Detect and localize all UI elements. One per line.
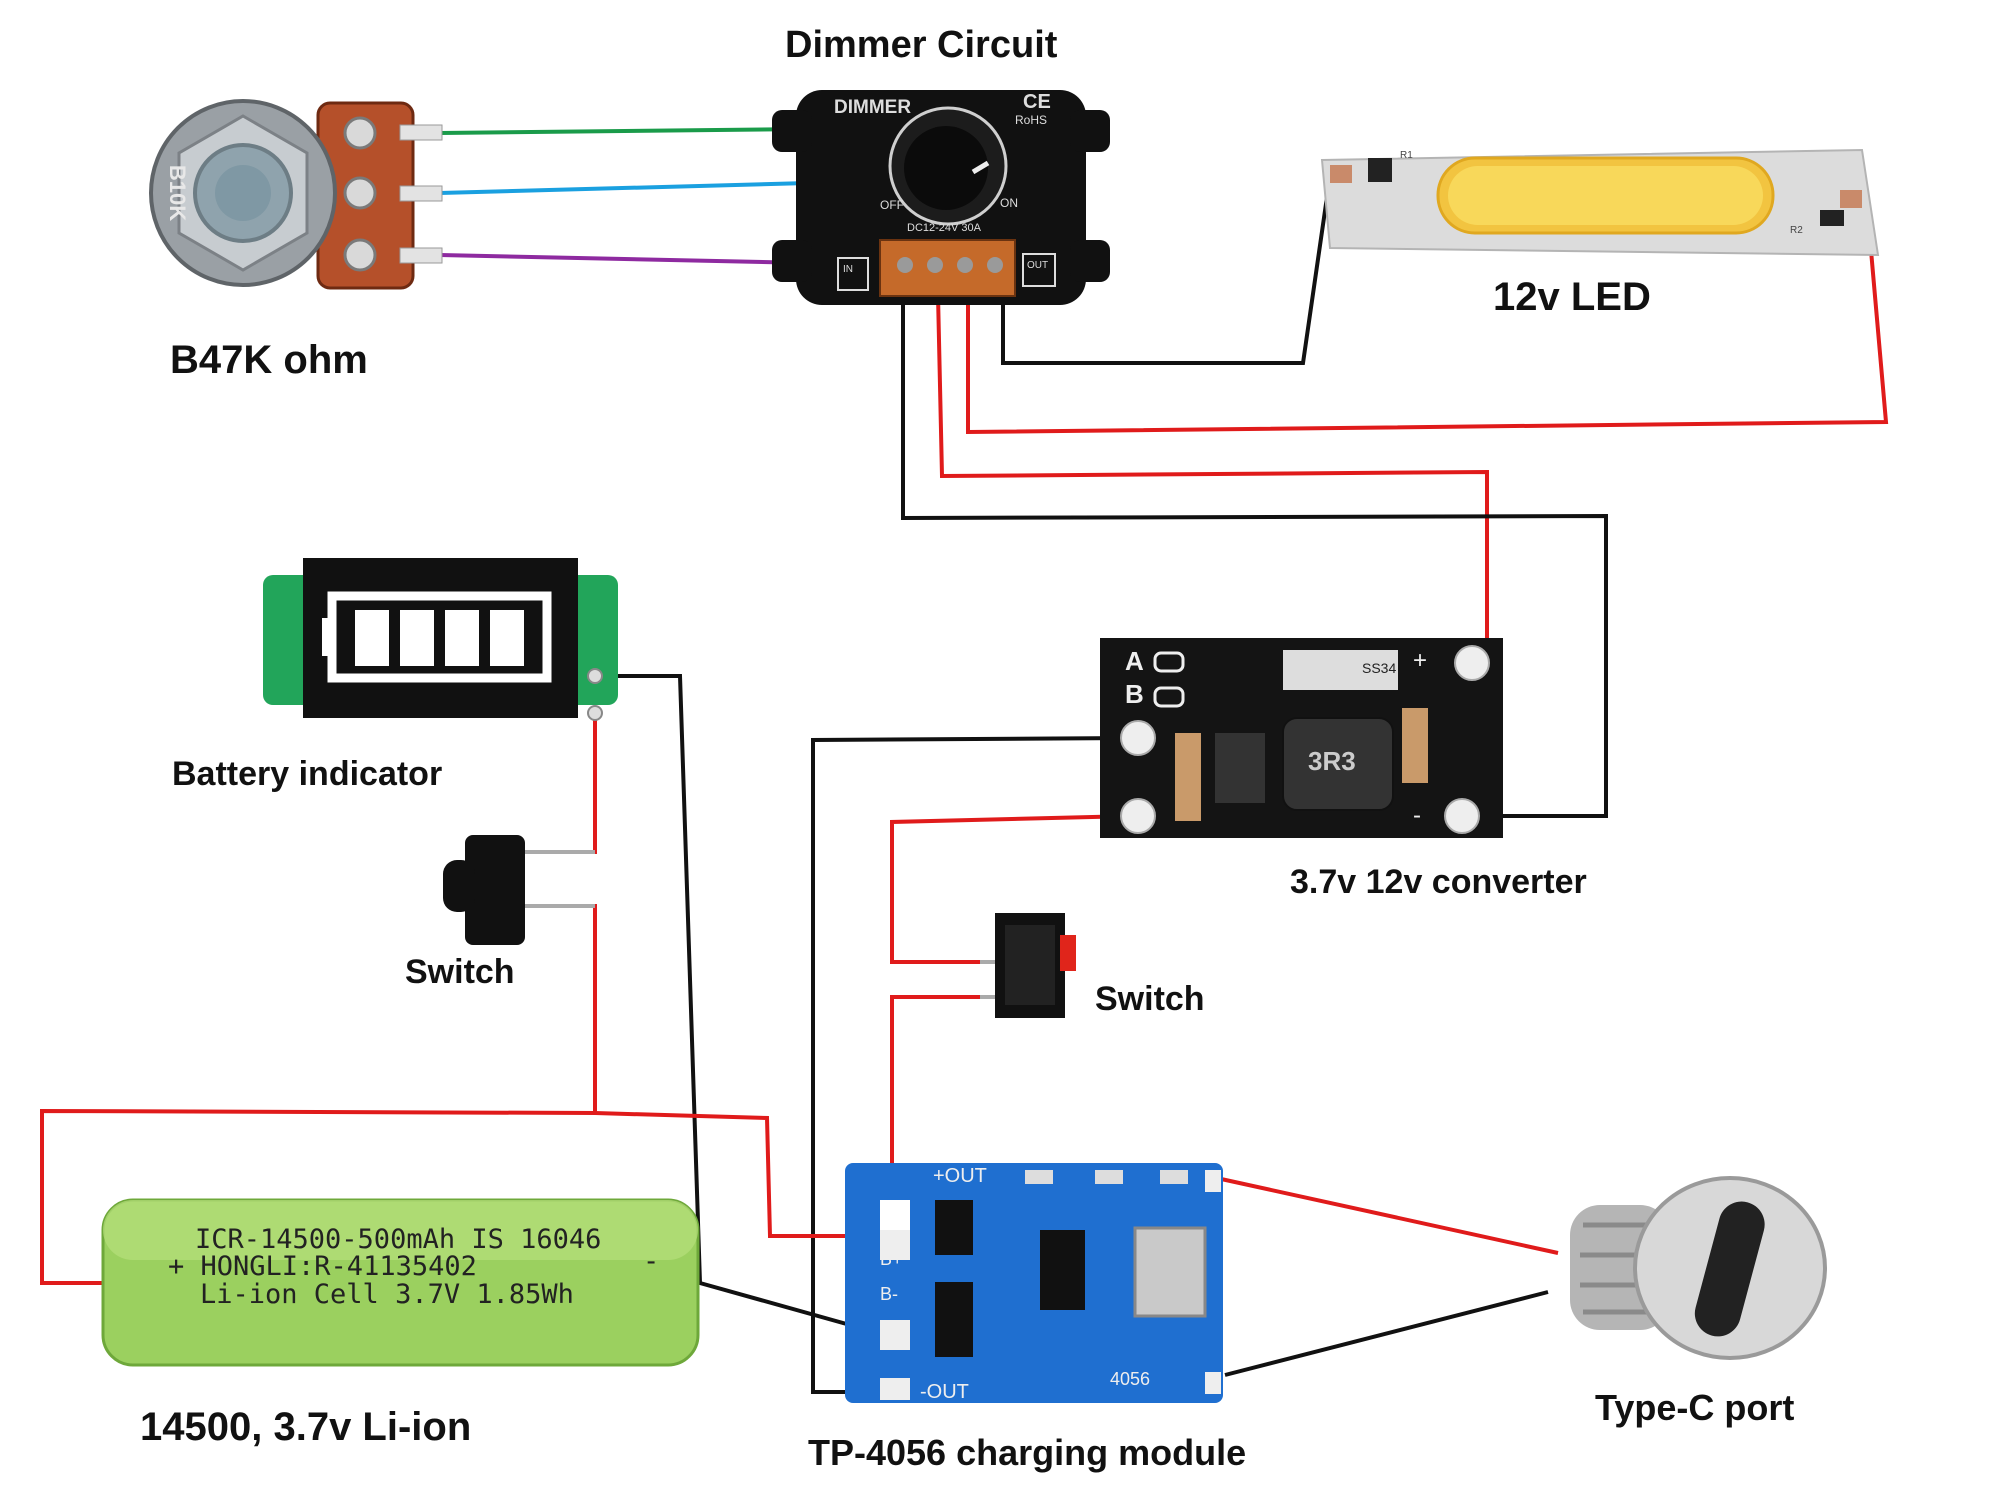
switch-right-label: Switch (1095, 980, 1205, 1018)
converter-minus: - (1413, 802, 1421, 829)
led-label: 12v LED (1493, 275, 1651, 319)
converter-inductor: 3R3 (1308, 746, 1356, 776)
cob-led: R1 R2 (1320, 148, 1880, 257)
wire-indicator-positive (540, 713, 597, 854)
switch-left-label: Switch (405, 953, 515, 991)
boost-converter: A B SS34 3R3 + - (1100, 638, 1503, 838)
dimmer-ce: CE (1023, 91, 1051, 113)
tp4056-module: +OUT -OUT B+ B- 4056 (845, 1163, 1223, 1403)
charger-out-plus: +OUT (933, 1165, 987, 1187)
wire-dimmer-converter-negative (901, 295, 1608, 818)
dimmer-rohs: RoHS (1015, 113, 1047, 127)
converter-diode: SS34 (1362, 660, 1396, 676)
wire-dimmer-led-negative (1001, 189, 1330, 365)
led-r2: R2 (1790, 225, 1803, 236)
charger-out-minus: -OUT (920, 1381, 969, 1403)
dimmer-label: Dimmer Circuit (785, 24, 1058, 66)
wire-dimmer-led-positive (966, 215, 1889, 435)
dimmer-brand: DIMMER (834, 97, 911, 118)
dimmer-off: OFF (880, 198, 904, 212)
pot-label: B47K ohm (170, 338, 368, 382)
wire-pot-green (439, 127, 809, 135)
dimmer-module: DIMMER CE RoHS OFF ON DC12-24V 30A IN OU… (772, 90, 1110, 305)
wire-pot-purple (439, 253, 809, 265)
dimmer-in: IN (843, 264, 853, 275)
battery-minus: - (643, 1246, 659, 1277)
battery-indicator (263, 558, 618, 721)
wire-switch-to-charger (890, 995, 980, 1180)
wire-dimmer-converter-positive (936, 294, 1489, 663)
battery-line3: Li-ion Cell 3.7V 1.85Wh (200, 1279, 574, 1310)
charger-b-plus: B+ (880, 1249, 903, 1269)
converter-label: 3.7v 12v converter (1290, 863, 1587, 901)
battery-indicator-label: Battery indicator (172, 755, 442, 793)
typec-label: Type-C port (1595, 1387, 1794, 1428)
charger-label: TP-4056 charging module (808, 1432, 1246, 1473)
battery-line2: + HONGLI:R-41135402 (168, 1251, 477, 1282)
wire-battery-bplus (594, 1111, 888, 1238)
converter-a: A (1125, 646, 1144, 676)
pot-marking: B10K (165, 165, 190, 221)
li-ion-battery: ICR-14500-500mAh IS 16046 + HONGLI:R-411… (101, 1198, 700, 1367)
typec-port (1570, 1176, 1827, 1360)
wire-indicator-negative (595, 674, 869, 1332)
dimmer-rating: DC12-24V 30A (907, 222, 982, 234)
wire-pot-blue (439, 181, 809, 195)
dimmer-on: ON (1000, 196, 1018, 210)
push-switch (443, 835, 595, 945)
potentiometer: B10K (149, 99, 443, 290)
dimmer-out: OUT (1027, 260, 1048, 271)
wire-converter-in-positive (890, 814, 1134, 964)
battery-line1: ICR-14500-500mAh IS 16046 (195, 1224, 601, 1255)
wires (40, 127, 1889, 1394)
wire-typec-negative (1224, 1290, 1549, 1377)
charger-chip: 4056 (1110, 1369, 1150, 1389)
converter-b: B (1125, 679, 1144, 709)
led-r1: R1 (1400, 150, 1413, 161)
converter-plus: + (1413, 647, 1427, 674)
battery-label: 14500, 3.7v Li-ion (140, 1405, 471, 1449)
rocker-switch (980, 913, 1076, 1018)
wire-typec-positive (1211, 1175, 1559, 1255)
charger-b-minus: B- (880, 1284, 898, 1304)
